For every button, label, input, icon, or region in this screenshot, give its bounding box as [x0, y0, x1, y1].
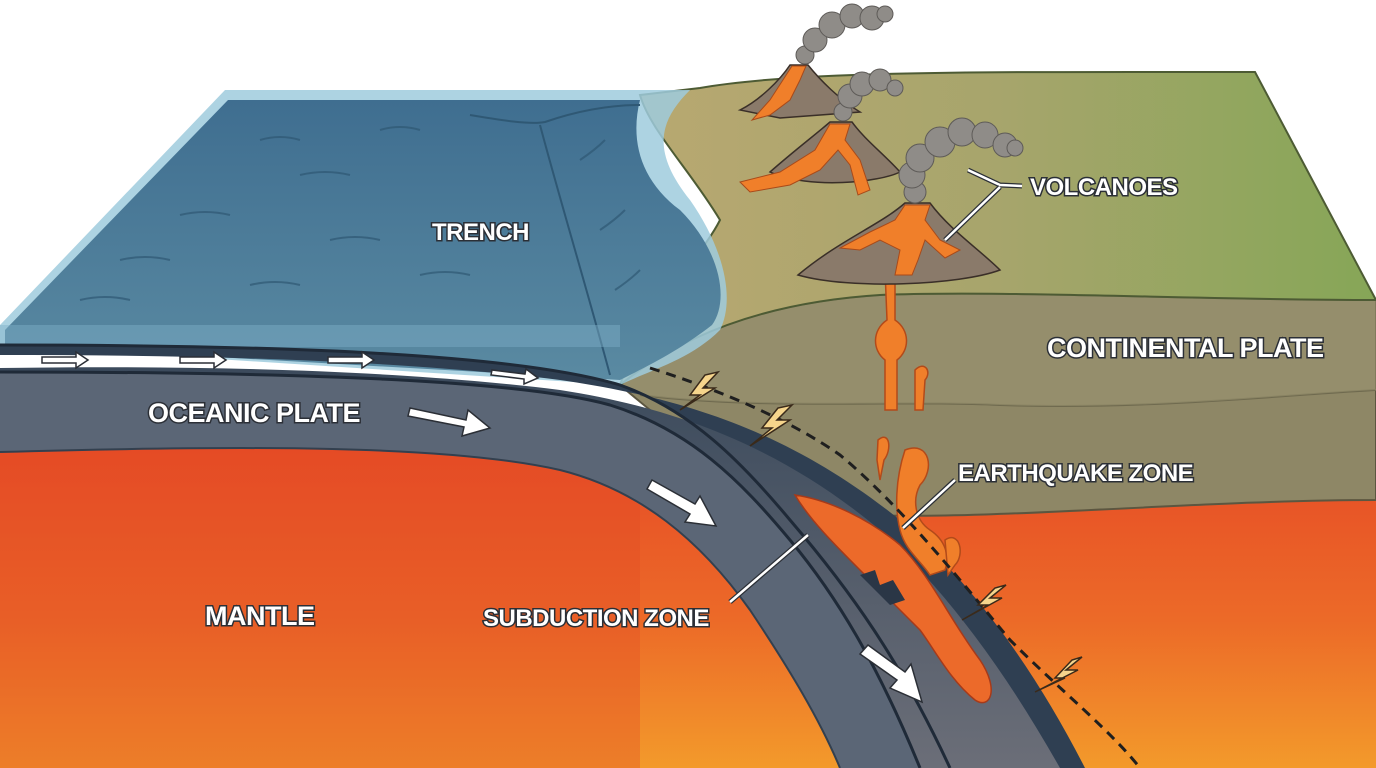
leader-lines: [728, 167, 1023, 604]
label-continental-plate: CONTINENTAL PLATE: [1047, 333, 1324, 363]
quake-icon-4: [1034, 656, 1083, 693]
fault-line: [649, 366, 1142, 768]
volcanoes: [737, 3, 1024, 285]
arrow-icon: [327, 350, 376, 370]
label-oceanic-plate: OCEANIC PLATE: [148, 398, 360, 428]
quake-icons: [679, 370, 1083, 693]
melt-zone: [793, 494, 992, 704]
plate-motion-arrows: [41, 350, 924, 704]
label-volcanoes: VOLCANOES: [1030, 174, 1178, 201]
label-trench: TRENCH: [432, 219, 529, 246]
arrow-icon: [490, 367, 540, 386]
label-mantle: MANTLE: [205, 601, 314, 631]
arrow-icon: [41, 350, 90, 370]
label-earthquake-zone: EARTHQUAKE ZONE: [958, 460, 1194, 487]
arrow-icon: [645, 478, 718, 527]
arrow-icon: [179, 350, 228, 370]
volcano-3: [796, 117, 1024, 285]
labels: TRENCH VOLCANOES CONTINENTAL PLATE OCEAN…: [147, 173, 1326, 634]
arrow-icon: [858, 643, 924, 704]
quake-icon-2: [749, 403, 795, 447]
quake-icon-1: [679, 370, 721, 411]
magma-conduit: [874, 269, 961, 578]
ocean-water: [0, 90, 727, 385]
arrow-icon: [407, 407, 492, 438]
quake-icon-3: [961, 584, 1007, 621]
label-subduction-zone: SUBDUCTION ZONE: [483, 605, 709, 632]
volcano-2: [739, 68, 904, 196]
